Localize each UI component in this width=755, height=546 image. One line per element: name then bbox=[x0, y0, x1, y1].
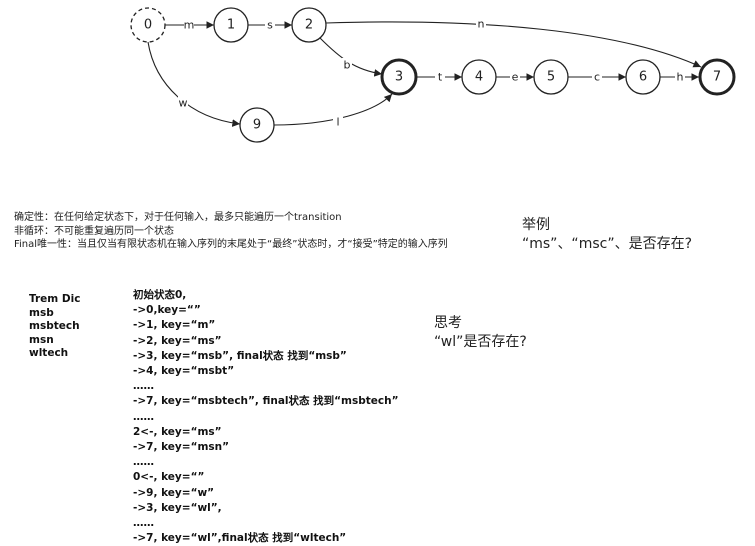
edge-2-7 bbox=[325, 21, 702, 68]
edge-label-6-7: h bbox=[677, 71, 684, 84]
dictionary-word: wltech bbox=[29, 347, 69, 359]
dictionary-word: msn bbox=[29, 333, 54, 346]
state-label-9: 9 bbox=[253, 118, 261, 133]
edge-label-5-6: c bbox=[594, 71, 600, 84]
state-label-7: 7 bbox=[713, 70, 721, 85]
trace-line: ->4, key=“msbt” bbox=[133, 365, 235, 378]
trace-line: ->1, key=“m” bbox=[133, 319, 216, 332]
edge-0-9 bbox=[147, 41, 241, 127]
dictionary-word: msb bbox=[29, 306, 54, 319]
trace-line: ->7, key=“msbtech”, final状态 找到“msbtech” bbox=[133, 395, 399, 408]
edge-label-bg bbox=[435, 70, 445, 84]
edge-label-4-5: e bbox=[512, 71, 519, 84]
trace-line: …… bbox=[133, 410, 154, 423]
trace-line: ->7, key=“wl”,final状态 找到“wltech” bbox=[133, 532, 347, 545]
state-node-7 bbox=[698, 58, 736, 96]
trace-line: ->0,key=“” bbox=[133, 304, 201, 317]
state-label-4: 4 bbox=[475, 70, 483, 85]
edge-label-bg bbox=[342, 58, 352, 72]
state-node-0 bbox=[130, 7, 166, 43]
example-question: “ms”、“msc”、是否存在? bbox=[522, 236, 693, 252]
edge-label-bg bbox=[178, 96, 188, 110]
state-label-2: 2 bbox=[305, 18, 313, 33]
edge-label-bg bbox=[476, 17, 486, 31]
state-label-1: 1 bbox=[227, 18, 235, 33]
traversal-trace: 初始状态0, ->0,key=“” ->1, key=“m” ->2, key=… bbox=[133, 288, 399, 546]
edge-label-0-1: m bbox=[184, 19, 195, 32]
note-determinism: 确定性：在任何给定状态下，对于任何输入，最多只能遍历一个transition bbox=[14, 212, 342, 223]
state-label-0: 0 bbox=[144, 18, 152, 33]
state-label-5: 5 bbox=[547, 70, 555, 85]
think-title: 思考 bbox=[434, 315, 462, 331]
example-title: 举例 bbox=[522, 217, 550, 233]
state-node-6 bbox=[625, 59, 661, 95]
trace-line: …… bbox=[133, 380, 154, 393]
edge-label-0-9: w bbox=[179, 97, 188, 110]
state-label-6: 6 bbox=[639, 70, 647, 85]
state-node-4 bbox=[461, 59, 497, 95]
think-block: 思考 “wl”是否存在? bbox=[434, 314, 527, 352]
dictionary-word: msbtech bbox=[29, 320, 80, 332]
state-label-3: 3 bbox=[395, 70, 403, 85]
term-dictionary: Trem Dic msb msbtech msn wltech bbox=[29, 293, 80, 361]
edge-label-9-3: l bbox=[336, 116, 339, 129]
edge-label-bg bbox=[333, 115, 343, 129]
example-block: 举例 “ms”、“msc”、是否存在? bbox=[522, 216, 692, 254]
state-node-5 bbox=[533, 59, 569, 95]
dictionary-title: Trem Dic bbox=[29, 293, 81, 305]
trace-line: …… bbox=[133, 456, 154, 469]
trace-line: 0<-, key=“” bbox=[133, 471, 205, 484]
edge-label-bg bbox=[592, 70, 602, 84]
trace-line: 初始状态0, bbox=[133, 289, 187, 301]
edge-label-2-7: n bbox=[478, 18, 485, 31]
think-question: “wl”是否存在? bbox=[434, 334, 527, 350]
edge-label-bg bbox=[675, 70, 685, 84]
fsm-diagram: m s n b t e c h w l 0 1 2 3 4 5 6 7 9 bbox=[130, 7, 736, 143]
edge-label-1-2: s bbox=[267, 19, 273, 32]
fsm-properties-notes: 确定性：在任何给定状态下，对于任何输入，最多只能遍历一个transition 非… bbox=[14, 211, 448, 252]
edge-label-3-4: t bbox=[438, 71, 443, 84]
trace-line: ->3, key=“wl”, bbox=[133, 501, 222, 514]
note-acyclic: 非循环：不可能重复遍历同一个状态 bbox=[14, 225, 174, 237]
trace-line: 2<-, key=“ms” bbox=[133, 425, 222, 438]
state-node-1 bbox=[213, 7, 249, 43]
state-node-9 bbox=[239, 107, 275, 143]
edge-label-bg bbox=[184, 18, 194, 32]
note-final-uniqueness: Final唯一性：当且仅当有限状态机在输入序列的末尾处于“最终”状态时，才“接受… bbox=[14, 239, 448, 250]
state-node-2 bbox=[291, 7, 327, 43]
trace-line: ->2, key=“ms” bbox=[133, 334, 222, 347]
edge-label-bg bbox=[510, 70, 520, 84]
edge-label-2-3: b bbox=[344, 59, 351, 72]
trace-line: …… bbox=[133, 517, 154, 530]
trace-line: ->3, key=“msb”, final状态 找到“msb” bbox=[133, 349, 347, 362]
state-node-3 bbox=[380, 58, 418, 96]
edge-9-3 bbox=[273, 93, 393, 126]
edge-label-bg bbox=[265, 18, 275, 32]
trace-line: ->9, key=“w” bbox=[133, 486, 215, 499]
trace-line: ->7, key=“msn” bbox=[133, 441, 230, 454]
